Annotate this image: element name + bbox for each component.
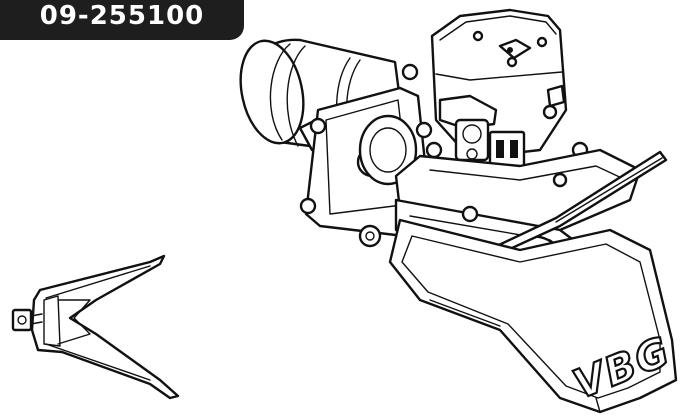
bell-mouth-funnel-drawing [388,218,678,414]
mounting-flange-drawing [299,86,432,248]
part-number-badge: 09-255100 [0,0,244,40]
part-number-label: 09-255100 [39,1,205,31]
spring-clip-drawing [11,254,180,400]
valve-housing-drawing [401,8,589,197]
